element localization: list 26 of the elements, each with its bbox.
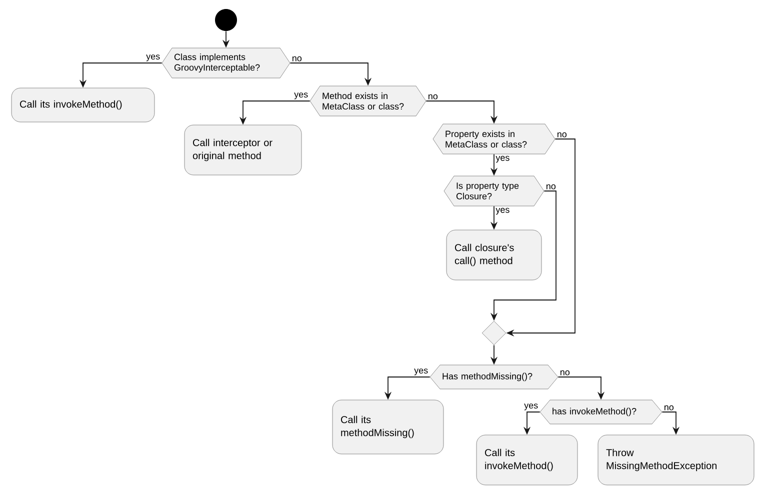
action-box: Call closure's call() method <box>446 230 542 280</box>
action-box: Call interceptor or original method <box>184 124 302 176</box>
edge-label: yes <box>524 404 538 410</box>
decision-hexagon: Is property type Closure? <box>444 176 544 206</box>
decision-hexagon: Has methodMissing()? <box>430 364 558 390</box>
start-circle <box>215 9 237 31</box>
edge-label: yes <box>496 208 510 215</box>
edge-label: yes <box>146 54 160 62</box>
merge-diamond <box>482 320 506 346</box>
edge-label: yes <box>294 92 308 100</box>
action-box: Call its methodMissing() <box>332 400 444 454</box>
edge-label: no <box>558 132 567 138</box>
decision-hexagon: Class implements GroovyInterceptable? <box>162 48 290 78</box>
edge-label: yes <box>414 368 428 376</box>
edge-label: no <box>292 56 302 62</box>
edge-label: yes <box>496 156 510 163</box>
edge-label: no <box>546 184 556 190</box>
action-box: Call its invokeMethod() <box>11 88 155 122</box>
decision-hexagon: has invokeMethod()? <box>540 400 662 424</box>
edge-label: no <box>560 370 570 376</box>
edge-label: no <box>664 405 674 410</box>
decision-hexagon: Method exists in MetaClass or class? <box>310 86 426 116</box>
action-box: Throw MissingMethodException <box>598 434 754 486</box>
action-box: Call its invokeMethod() <box>476 434 578 486</box>
edge-label: no <box>428 94 438 100</box>
decision-hexagon: Property exists in MetaClass or class? <box>432 124 556 154</box>
